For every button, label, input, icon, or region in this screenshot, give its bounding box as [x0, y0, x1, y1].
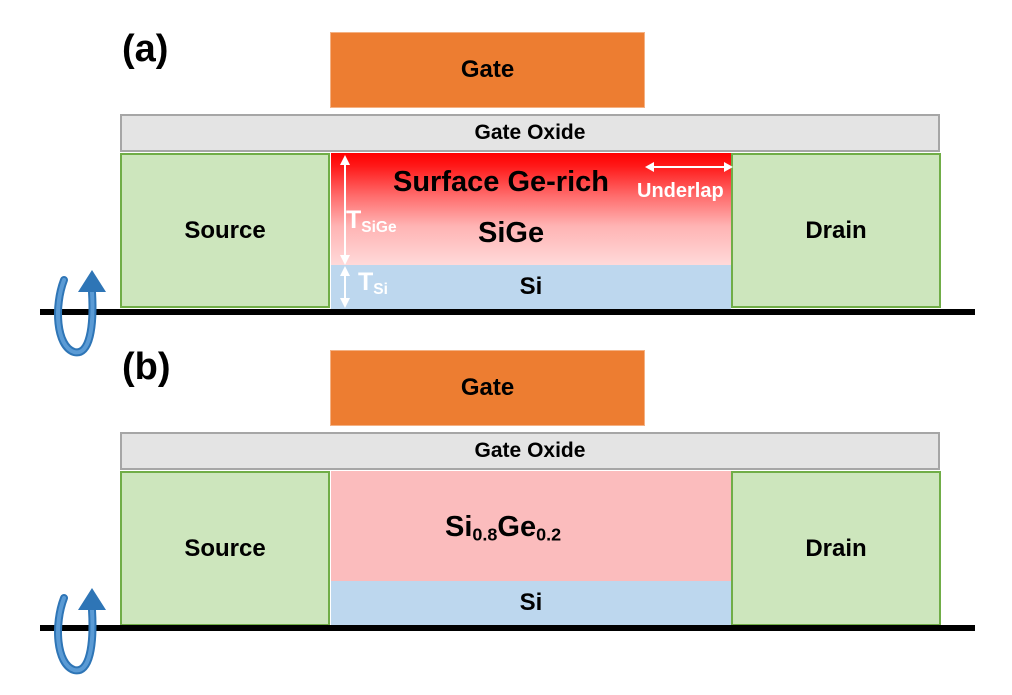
source-block: Source [120, 471, 330, 626]
rotation-arrow-icon [54, 588, 106, 675]
sige-channel-uniform [331, 471, 731, 581]
panel-label: (b) [122, 346, 171, 388]
tsige-label: TSiGe [346, 206, 397, 236]
si-label: Si [519, 589, 543, 616]
si-label: Si [519, 273, 543, 300]
surface-ge-rich-label: Surface Ge-rich [393, 166, 609, 198]
drain-label: Drain [805, 216, 867, 244]
si08ge02-label: Si0.8Ge0.2 [445, 511, 562, 545]
tsige-dimension-arrow-icon [340, 155, 350, 265]
gate-oxide-block: Gate Oxide [120, 432, 940, 470]
drain-block: Drain [731, 471, 941, 626]
gate-oxide-block: Gate Oxide [120, 114, 940, 152]
substrate-baseline [40, 309, 975, 315]
gate-oxide-label: Gate Oxide [474, 439, 586, 462]
drain-block: Drain [731, 153, 941, 308]
panel-a: (a) Gate Gate Oxide Source Drain Surface… [0, 0, 1012, 357]
substrate-baseline [40, 625, 975, 631]
source-label: Source [184, 534, 266, 562]
gate-label: Gate [460, 374, 515, 401]
si-layer: Si [331, 265, 731, 309]
source-label: Source [184, 216, 266, 244]
rotation-arrow-icon [54, 270, 106, 357]
gate-label: Gate [460, 56, 515, 83]
gate-oxide-label: Gate Oxide [474, 121, 586, 144]
underlap-label: Underlap [637, 180, 724, 202]
drain-label: Drain [805, 534, 867, 562]
underlap-arrow-icon [645, 162, 733, 172]
gate-block: Gate [330, 32, 645, 108]
sige-label: SiGe [478, 217, 545, 249]
gate-block: Gate [330, 350, 645, 426]
sige-channel-graded [331, 153, 731, 265]
panel-label: (a) [122, 28, 169, 70]
tsi-dimension-arrow-icon [340, 266, 350, 308]
panel-b: (b) Gate Gate Oxide Source Drain Si0.8Ge… [0, 318, 1012, 675]
tsi-label: TSi [358, 268, 388, 298]
si-layer: Si [331, 581, 731, 625]
source-block: Source [120, 153, 330, 308]
